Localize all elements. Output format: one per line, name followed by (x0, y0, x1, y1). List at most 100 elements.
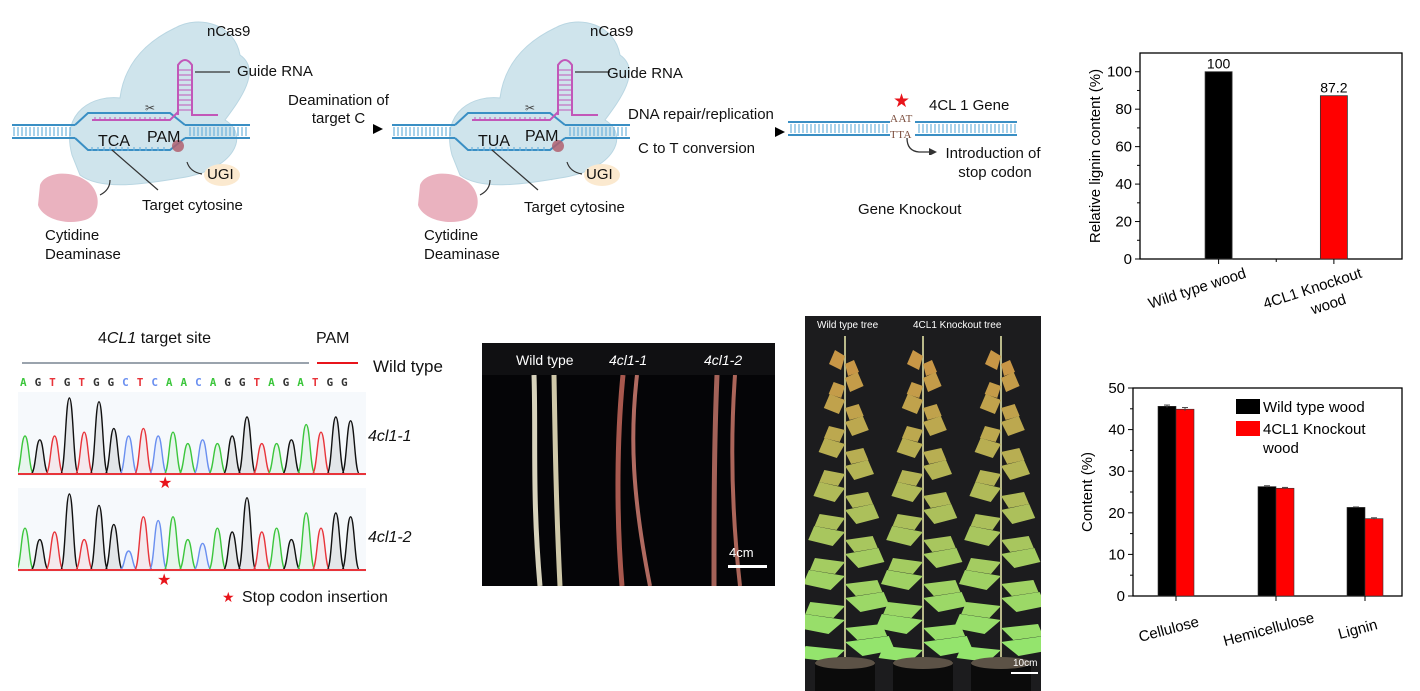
mutant-stem (711, 375, 720, 586)
y-tick-label: 20 (1108, 505, 1125, 522)
peak-fill (282, 539, 301, 570)
leaf (883, 602, 923, 618)
legend-star-icon: ★ (222, 589, 235, 605)
ugi-label-2: UGI (586, 166, 613, 183)
leaf (1001, 448, 1025, 464)
peak-C (193, 542, 212, 571)
leaf (845, 580, 883, 596)
peak-fill (60, 398, 79, 474)
legend-label: Wild type wood (1263, 399, 1365, 416)
peak-A (207, 442, 228, 475)
peak-G (237, 497, 257, 571)
bottom-codon: TTA (890, 129, 913, 141)
stems (531, 375, 742, 586)
peak-T (252, 531, 272, 571)
peak-fill (223, 532, 242, 570)
peak-A (163, 431, 183, 475)
peak-G (59, 397, 80, 475)
peak-fill (75, 539, 94, 570)
y-tick-label: 0 (1117, 588, 1125, 605)
title-suffix: target site (136, 330, 211, 347)
peak-C (148, 435, 168, 475)
bar-hemicellulose-knockout (1275, 487, 1295, 597)
target-site-bar (22, 362, 309, 364)
leaf (845, 416, 869, 436)
ncas9-protein (69, 21, 250, 186)
peak-fill (252, 532, 271, 570)
leaf (969, 482, 1001, 502)
leaf (845, 448, 869, 464)
leaf (818, 438, 845, 458)
peak-G (281, 538, 302, 571)
y-tick-label: 0 (1124, 251, 1132, 268)
bar-lignin-knockout (1364, 518, 1384, 597)
peak-G (30, 538, 50, 571)
peak-fill (193, 543, 212, 570)
leaf (1001, 624, 1041, 640)
leaf (923, 592, 968, 612)
peak-A (163, 516, 183, 571)
stem-scale-bar (728, 565, 767, 568)
peak-fill (104, 524, 123, 570)
y-tick-label: 30 (1108, 463, 1125, 480)
leaf (923, 492, 952, 508)
leaf (906, 382, 923, 398)
peak-A (18, 527, 35, 571)
legend-label: wood (1262, 440, 1299, 457)
y-axis-label: Content (%) (1079, 452, 1096, 532)
peak-fill (341, 420, 360, 474)
guide-rna-label-2: Guide RNA (607, 65, 683, 82)
codon-label: TCA (98, 133, 130, 150)
x-tick-label: Cellulose (1137, 613, 1201, 645)
mutant-stem (615, 375, 626, 586)
peak-C (148, 519, 168, 571)
peak-fill (104, 428, 123, 474)
peak-T (252, 442, 272, 475)
leaf (1001, 360, 1015, 376)
peak-fill (208, 443, 227, 474)
leaf (829, 350, 845, 370)
base-17: A (268, 376, 275, 389)
base-19: A (297, 376, 304, 389)
peak-fill (297, 424, 316, 474)
bar-cellulose-knockout (1175, 408, 1195, 597)
mutant1-label: 4cl1-1 (368, 428, 412, 445)
leaf (814, 514, 845, 530)
peak-G (104, 427, 124, 475)
top-codon: AAT (890, 113, 913, 125)
peak-fill (267, 443, 286, 474)
enzyme-label-line2: Deaminase (45, 246, 121, 263)
leaf (845, 372, 864, 392)
stem-label-4cl1-2: 4cl1-2 (704, 352, 743, 368)
tree-label-wild-type: Wild type tree (817, 320, 879, 331)
leaf (891, 482, 923, 502)
y-tick-label: 100 (1107, 64, 1132, 81)
data-label: 87.2 (1320, 80, 1347, 96)
peak-G (89, 401, 109, 475)
y-tick-label: 40 (1115, 176, 1132, 193)
peak-fill (45, 532, 64, 570)
peak-A (178, 442, 198, 475)
guide-rna-label: Guide RNA (237, 63, 313, 80)
leaf (886, 526, 923, 546)
y-axis-label: Relative lignin content (%) (1087, 69, 1104, 243)
mutant2-label: 4cl1-2 (368, 529, 412, 546)
star-icon: ★ (158, 475, 173, 492)
base-0: A (19, 376, 27, 389)
x-tick-label: Hemicellulose (1222, 609, 1317, 650)
pam-label-2: PAM (525, 128, 559, 145)
arrow2-label-line2: C to T conversion (638, 140, 756, 157)
target-cytosine-label: Target cytosine (142, 197, 243, 214)
legend-swatch (1236, 399, 1260, 414)
star-icon: ★ (157, 572, 172, 589)
peak-fill (90, 401, 108, 474)
peak-A (207, 527, 228, 571)
peak-fill (223, 436, 242, 474)
base-12: C (195, 376, 202, 389)
base-16: T (253, 376, 261, 389)
wild-type-stem (531, 375, 543, 586)
wild-type-label: Wild type (373, 357, 443, 376)
base-editor-complex-1: ✂ (12, 21, 250, 223)
